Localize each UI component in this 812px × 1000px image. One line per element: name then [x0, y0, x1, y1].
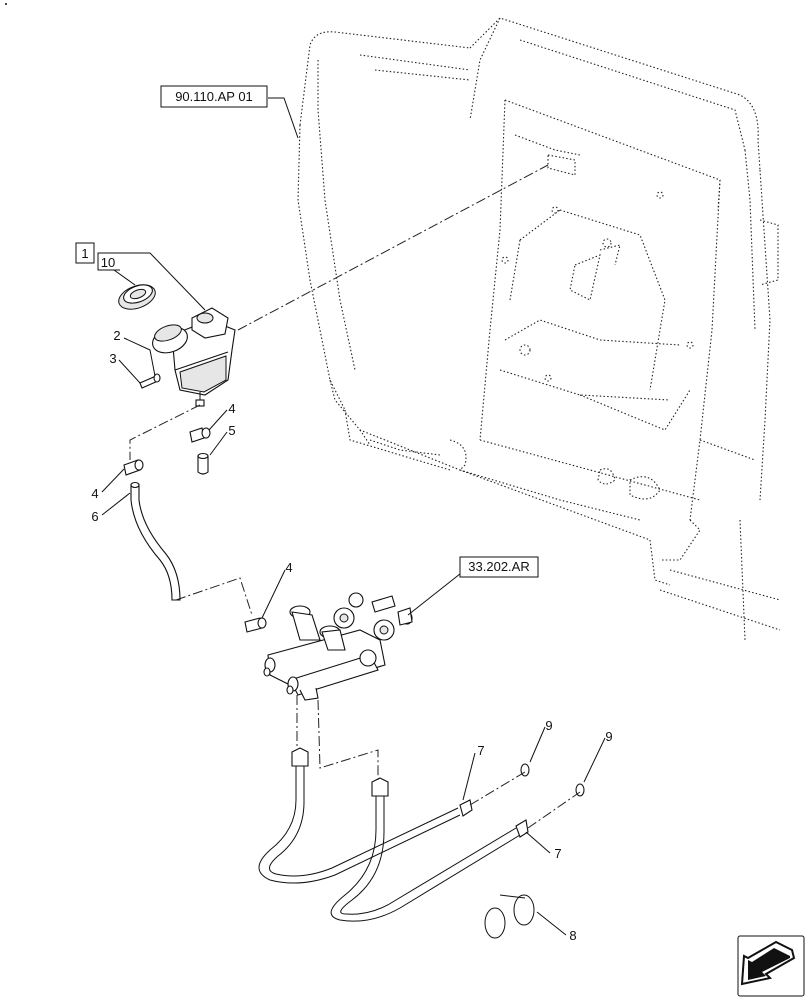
- ref-box-90[interactable]: 90.110.AP 01: [160, 85, 268, 108]
- o-ring-8: [484, 894, 535, 939]
- callout-3[interactable]: 3: [109, 351, 116, 366]
- bolt: [139, 373, 161, 389]
- callout-7-upper[interactable]: 7: [477, 743, 484, 758]
- callout-4-mid[interactable]: 4: [285, 560, 292, 575]
- group-box-1[interactable]: 1: [75, 242, 95, 264]
- corner-mark: [5, 3, 7, 5]
- reservoir-cap: [118, 284, 156, 310]
- connection-lines: [129, 164, 581, 829]
- callout-2[interactable]: 2: [113, 328, 120, 343]
- callout-9-right[interactable]: 9: [605, 729, 612, 744]
- leader-lines: [97, 97, 606, 936]
- hose-6: [130, 481, 181, 601]
- callout-4-upper[interactable]: 4: [228, 401, 235, 416]
- ref-label-90: 90.110.AP 01: [175, 89, 253, 104]
- group-label: 1: [81, 246, 88, 261]
- callout-5[interactable]: 5: [228, 423, 235, 438]
- master-cylinder-assembly: [263, 592, 413, 701]
- tee-fitting-mid: [244, 617, 267, 633]
- callout-9-left[interactable]: 9: [545, 718, 552, 733]
- ref-box-33[interactable]: 33.202.AR: [459, 556, 539, 578]
- tee-fitting-lower: [123, 459, 144, 476]
- callouts: 10 2 3 4 5 4 6 4 7 7 9 9 8: [91, 255, 612, 943]
- callout-4-lower[interactable]: 4: [91, 486, 98, 501]
- callout-10[interactable]: 10: [101, 255, 115, 270]
- plug-cap: [197, 452, 209, 475]
- brake-hose-left: [258, 747, 473, 884]
- callout-6[interactable]: 6: [91, 509, 98, 524]
- arrow-down-left-icon[interactable]: [737, 935, 805, 997]
- callout-7-lower[interactable]: 7: [554, 846, 561, 861]
- fluid-reservoir: [152, 307, 236, 407]
- ref-label-33: 33.202.AR: [468, 559, 529, 574]
- callout-8[interactable]: 8: [569, 928, 576, 943]
- cab-frame: [297, 17, 781, 641]
- tee-fitting-upper: [189, 427, 211, 443]
- brake-hose-right: [330, 777, 529, 922]
